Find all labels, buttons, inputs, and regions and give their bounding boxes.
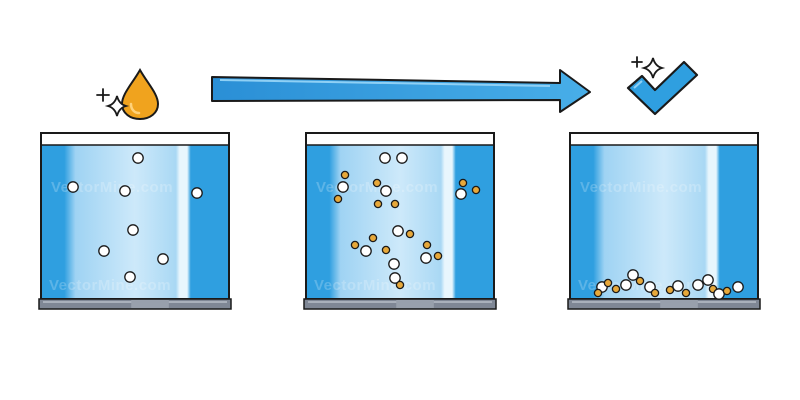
particle-white [157,253,169,265]
particle-gold [422,240,432,250]
watermark-text: VectorMine.com [314,277,436,294]
particle-gold [635,276,645,286]
particle-white [191,187,203,199]
particle-white [455,188,467,200]
particle-gold [603,278,613,288]
watermark-text: VectorMine.com [49,277,171,294]
tank-base [567,298,761,310]
particle-white [127,224,139,236]
particle-gold [471,185,481,195]
tank-base [38,298,232,310]
particle-gold [665,285,675,295]
arrow-right-icon [211,69,591,113]
watermark-text: VectorMine.com [580,179,702,196]
particle-gold [350,240,360,250]
particle-gold [373,199,383,209]
particle-white [119,185,131,197]
particle-white [124,271,136,283]
particle-white [732,281,744,293]
particle-gold [458,178,468,188]
water-body [571,145,757,299]
particle-gold [405,229,415,239]
particle-white [713,288,725,300]
particle-white [388,258,400,270]
particle-white [620,279,632,291]
tank-base [303,298,497,310]
particle-white [132,152,144,164]
particle-white [67,181,79,193]
particle-gold [372,178,382,188]
particle-white [672,280,684,292]
particle-white [337,181,349,193]
particle-white [420,252,432,264]
particle-white [380,185,392,197]
particle-white [98,245,110,257]
particle-gold [340,170,350,180]
particle-white [627,269,639,281]
particle-gold [681,288,691,298]
particle-gold [593,288,603,298]
particle-white [396,152,408,164]
checkmark-icon [626,60,699,116]
particle-white [379,152,391,164]
particle-gold [611,284,621,294]
particle-gold [722,286,732,296]
particle-white [392,225,404,237]
watermark-text: VectorMine.com [51,179,173,196]
particle-gold [433,251,443,261]
particle-gold [333,194,343,204]
water-body [307,145,493,299]
particle-gold [381,245,391,255]
particle-gold [368,233,378,243]
sparkle-icon-2 [631,56,666,79]
particle-white [389,272,401,284]
particle-gold [395,280,405,290]
particle-white [702,274,714,286]
particle-gold [390,199,400,209]
water-drop-icon [120,67,160,121]
particle-white [692,279,704,291]
particle-white [360,245,372,257]
particle-gold [650,288,660,298]
sparkle-icon [96,88,130,117]
water-body [42,145,228,299]
